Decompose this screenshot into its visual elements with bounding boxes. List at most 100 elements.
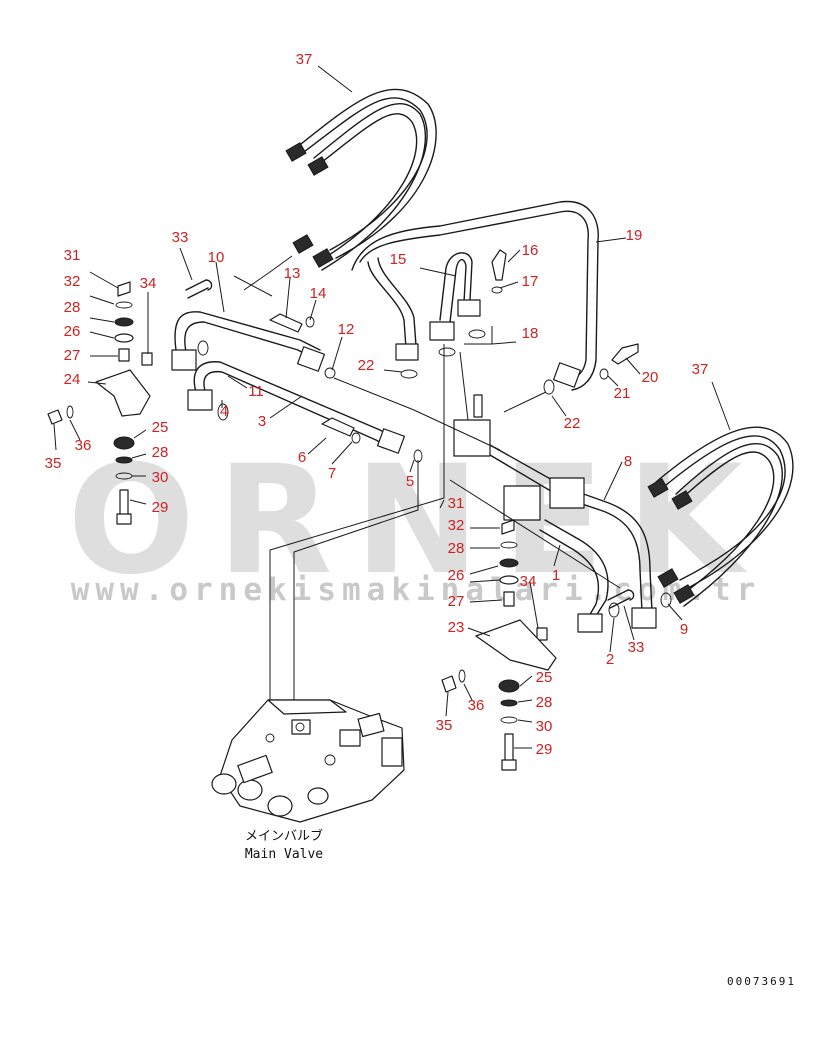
junction-block[interactable] [549,477,585,509]
hose-37-upper[interactable] [285,88,437,271]
bolt-head[interactable] [116,513,132,525]
washer[interactable] [491,286,503,294]
washer[interactable] [500,699,518,707]
callout-27[interactable]: 27 [64,347,81,364]
callout-12[interactable]: 12 [338,321,355,338]
callout-36[interactable]: 36 [75,437,92,454]
callout-26[interactable]: 26 [64,323,81,340]
callout-37[interactable]: 37 [692,361,709,378]
callout-28[interactable]: 28 [536,694,553,711]
bolt[interactable] [611,343,639,365]
tube-10[interactable] [174,311,321,361]
callout-14[interactable]: 14 [310,285,327,302]
clamp[interactable] [473,394,483,418]
callout-34[interactable]: 34 [520,573,537,590]
callout-2[interactable]: 2 [606,651,614,668]
o-ring[interactable] [400,369,418,379]
nut[interactable] [441,675,457,693]
nut[interactable] [117,281,131,297]
bolt[interactable] [504,733,514,763]
flange-fitting[interactable] [457,299,481,317]
main-valve[interactable] [211,699,405,823]
callout-13[interactable]: 13 [284,265,301,282]
callout-15[interactable]: 15 [390,251,407,268]
callout-16[interactable]: 16 [522,242,539,259]
callout-31[interactable]: 31 [448,495,465,512]
washer[interactable] [599,368,609,380]
bracket[interactable] [95,369,151,417]
washer[interactable] [458,669,466,683]
o-ring[interactable] [197,340,209,356]
bushing[interactable] [114,333,134,343]
bolt-head[interactable] [501,759,517,771]
washer[interactable] [114,317,134,327]
junction-block[interactable] [503,485,541,521]
callout-20[interactable]: 20 [642,369,659,386]
callout-29[interactable]: 29 [536,741,553,758]
callout-17[interactable]: 17 [522,273,539,290]
tube-1[interactable] [539,519,609,619]
callout-29[interactable]: 29 [152,499,169,516]
nut[interactable] [47,409,63,425]
tube-15[interactable] [367,252,473,349]
flange-fitting[interactable] [187,389,213,411]
callout-9[interactable]: 9 [680,621,688,638]
cushion[interactable] [498,679,520,693]
callout-23[interactable]: 23 [448,619,465,636]
flange-fitting[interactable] [296,346,326,372]
callout-28[interactable]: 28 [64,299,81,316]
callout-6[interactable]: 6 [298,449,306,466]
callout-33[interactable]: 33 [172,229,189,246]
bushing[interactable] [499,575,519,585]
bolt[interactable] [321,417,355,437]
hose-37-right[interactable] [647,426,794,607]
callout-24[interactable]: 24 [64,371,81,388]
flange-fitting[interactable] [395,343,419,361]
bracket[interactable] [475,619,557,671]
callout-22[interactable]: 22 [564,415,581,432]
callout-32[interactable]: 32 [64,273,81,290]
washer[interactable] [499,558,519,568]
u-bolt[interactable] [185,279,213,299]
flange-fitting[interactable] [171,349,197,371]
callout-18[interactable]: 18 [522,325,539,342]
washer[interactable] [66,405,74,419]
washer[interactable] [115,456,133,464]
junction-block[interactable] [453,419,491,457]
clamp[interactable] [536,627,548,641]
callout-33[interactable]: 33 [628,639,645,656]
washer[interactable] [305,316,315,328]
washer[interactable] [351,432,361,444]
o-ring[interactable] [660,592,672,608]
tube-19[interactable] [351,200,599,391]
o-ring[interactable] [217,403,229,421]
callout-7[interactable]: 7 [328,465,336,482]
tube-3[interactable] [193,361,396,449]
u-bolt[interactable] [607,589,635,609]
callout-10[interactable]: 10 [208,249,225,266]
callout-27[interactable]: 27 [448,593,465,610]
callout-37[interactable]: 37 [296,51,313,68]
callout-8[interactable]: 8 [624,453,632,470]
callout-5[interactable]: 5 [406,473,414,490]
spacer[interactable] [118,348,130,362]
bolt[interactable] [269,313,303,333]
flange-fitting[interactable] [376,428,406,454]
o-ring[interactable] [324,367,336,379]
callout-30[interactable]: 30 [536,718,553,735]
callout-1[interactable]: 1 [552,567,560,584]
bolt[interactable] [119,489,129,517]
spacer[interactable] [503,591,515,607]
callout-22[interactable]: 22 [358,357,375,374]
callout-28[interactable]: 28 [448,540,465,557]
callout-35[interactable]: 35 [436,717,453,734]
callout-19[interactable]: 19 [626,227,643,244]
callout-21[interactable]: 21 [614,385,631,402]
callout-30[interactable]: 30 [152,469,169,486]
callout-34[interactable]: 34 [140,275,157,292]
callout-36[interactable]: 36 [468,697,485,714]
callout-31[interactable]: 31 [64,247,81,264]
flange-fitting[interactable] [429,321,455,341]
cushion[interactable] [113,436,135,450]
o-ring[interactable] [543,379,555,395]
